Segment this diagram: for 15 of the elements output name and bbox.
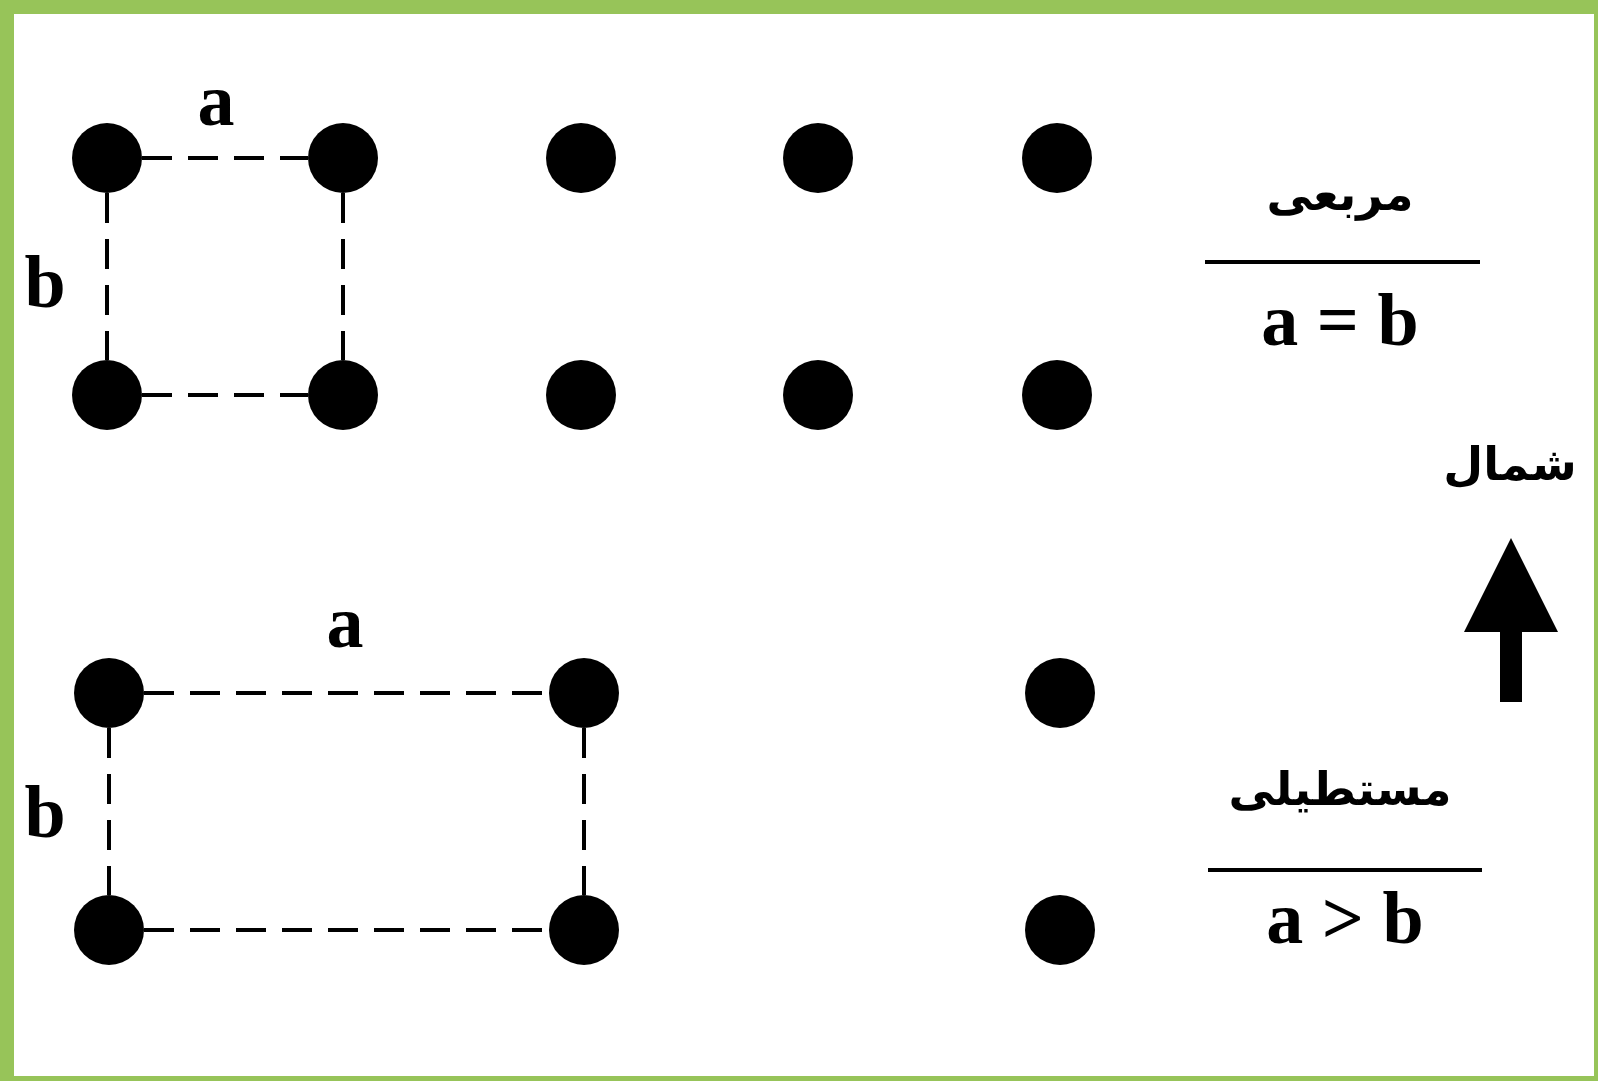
dashed-line xyxy=(341,193,345,360)
dashed-line xyxy=(142,156,308,160)
edge-label: b xyxy=(24,775,66,849)
dashed-line xyxy=(582,728,586,895)
pattern-name: مربعی xyxy=(1266,167,1414,223)
pattern-name: مستطیلی xyxy=(1228,762,1452,818)
edge-label: a xyxy=(326,585,364,659)
formula: a > b xyxy=(1266,881,1424,955)
dashed-line xyxy=(107,728,111,895)
dashed-line xyxy=(105,193,109,360)
edge-label: b xyxy=(24,245,66,319)
formula: a = b xyxy=(1261,283,1419,357)
direction-label: شمال xyxy=(1443,437,1577,493)
dashed-line xyxy=(142,393,308,397)
edge-label: a xyxy=(197,63,235,137)
